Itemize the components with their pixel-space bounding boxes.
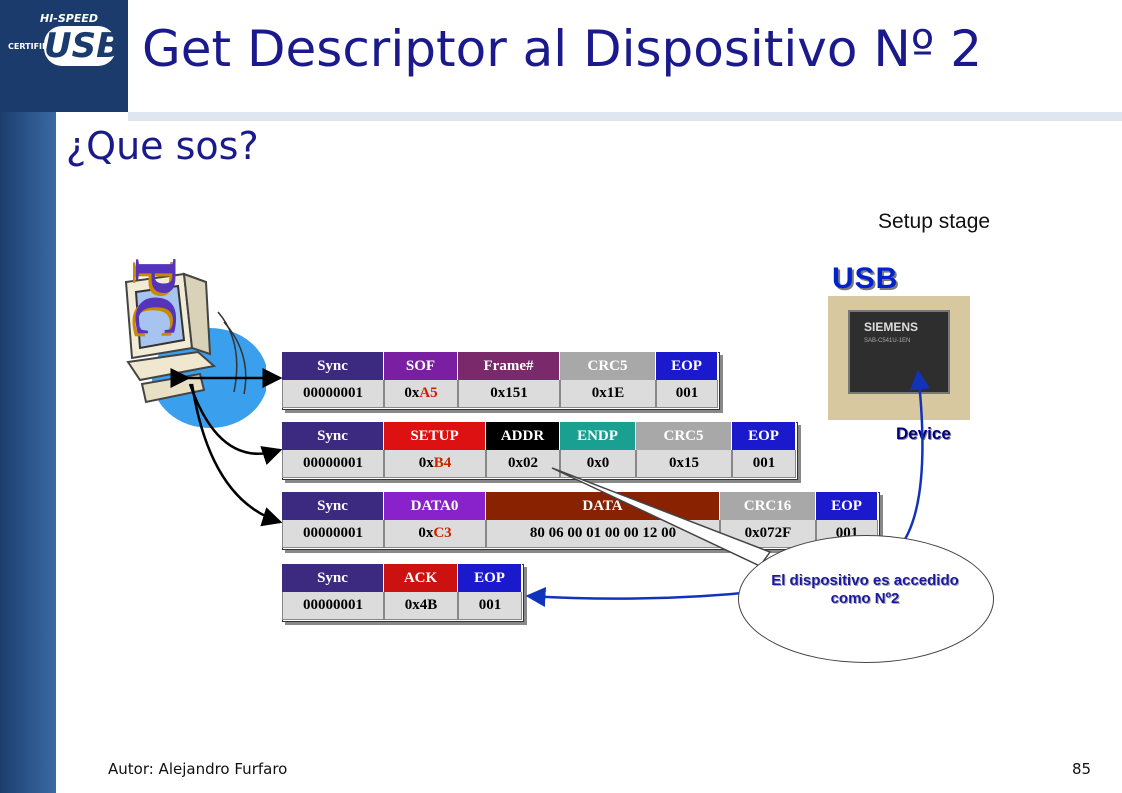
sof-crc5-value: 0x1E bbox=[560, 380, 656, 408]
callout-line1: El dispositivo es accedido bbox=[771, 572, 959, 589]
setup-addr-value: 0x02 bbox=[486, 450, 560, 478]
device-label: Device bbox=[896, 424, 951, 443]
sof-sync-header: Sync bbox=[282, 352, 384, 380]
setup-endp-header: ENDP bbox=[560, 422, 636, 450]
pc-label: PC bbox=[123, 258, 189, 338]
setup-sync-header: Sync bbox=[282, 422, 384, 450]
ack-sync-value: 00000001 bbox=[282, 592, 384, 620]
stage-label: Setup stage bbox=[878, 210, 991, 233]
setup-sync-value: 00000001 bbox=[282, 450, 384, 478]
data-crc16-header: CRC16 bbox=[720, 492, 816, 520]
sof-crc5-header: CRC5 bbox=[560, 352, 656, 380]
ack-eop-value: 001 bbox=[458, 592, 522, 620]
data-pid-header: DATA0 bbox=[384, 492, 486, 520]
setup-crc5-value: 0x15 bbox=[636, 450, 732, 478]
setup-crc5-header: CRC5 bbox=[636, 422, 732, 450]
data-eop-header: EOP bbox=[816, 492, 878, 520]
data-payload-value: 80 06 00 01 00 00 12 00 bbox=[486, 520, 720, 548]
setup-eop-header: EOP bbox=[732, 422, 796, 450]
page-subtitle: ¿Que sos? bbox=[66, 124, 259, 168]
page-title: Get Descriptor al Dispositivo Nº 2 bbox=[142, 20, 983, 78]
sof-frame-header: Frame# bbox=[458, 352, 560, 380]
sof-eop-header: EOP bbox=[656, 352, 718, 380]
usb-device-chip-image: SIEMENS SAB-C541U-1EN bbox=[828, 296, 970, 420]
title-underline bbox=[128, 112, 1122, 121]
callout-line2: como Nº2 bbox=[830, 590, 900, 607]
sof-sync-value: 00000001 bbox=[282, 380, 384, 408]
data-payload-header: DATA bbox=[486, 492, 720, 520]
chip-model: SAB-C541U-1EN bbox=[864, 338, 911, 344]
page-number: 85 bbox=[1072, 760, 1092, 778]
logo-certified-text: CERTIFIED bbox=[8, 42, 55, 51]
data-sync-value: 00000001 bbox=[282, 520, 384, 548]
ack-eop-header: EOP bbox=[458, 564, 522, 592]
ack-pid-header: ACK bbox=[384, 564, 458, 592]
sof-frame-value: 0x151 bbox=[458, 380, 560, 408]
data-sync-header: Sync bbox=[282, 492, 384, 520]
footer-author: Autor: Alejandro Furfaro bbox=[108, 760, 288, 778]
device-usb-title: USB bbox=[832, 262, 899, 295]
ack-sync-header: Sync bbox=[282, 564, 384, 592]
callout-bubble bbox=[738, 535, 994, 663]
setup-pid-header: SETUP bbox=[384, 422, 486, 450]
setup-endp-value: 0x0 bbox=[560, 450, 636, 478]
logo-usb-text: USB bbox=[44, 26, 123, 66]
setup-addr-header: ADDR bbox=[486, 422, 560, 450]
sidebar-band bbox=[0, 0, 56, 793]
sof-eop-value: 001 bbox=[656, 380, 718, 408]
callout-text: El dispositivo es accedido como Nº2 bbox=[738, 572, 992, 608]
ack-pid-value: 0x4B bbox=[384, 592, 458, 620]
chip-brand: SIEMENS bbox=[864, 320, 919, 334]
logo-hispeed-text: HI-SPEED bbox=[40, 12, 99, 25]
chip-icon bbox=[848, 310, 950, 394]
setup-eop-value: 001 bbox=[732, 450, 796, 478]
sof-pid-header: SOF bbox=[384, 352, 458, 380]
usb-certified-logo: HI-SPEED CERTIFIED USB bbox=[0, 0, 128, 112]
